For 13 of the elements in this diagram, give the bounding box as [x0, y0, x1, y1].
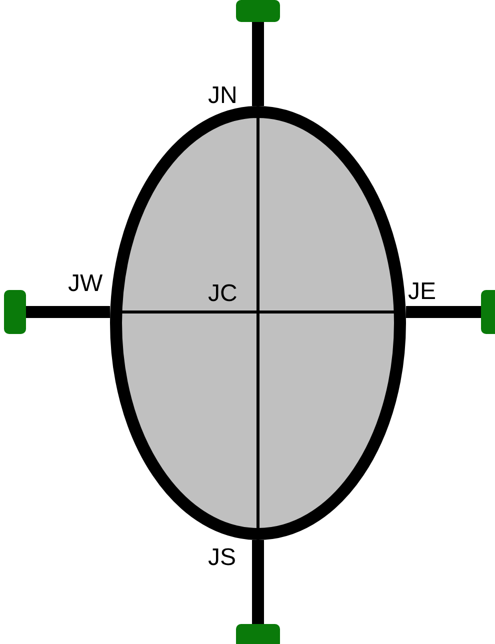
road-line	[252, 22, 264, 106]
road-line	[26, 306, 110, 318]
junction-label: JC	[208, 282, 238, 306]
junction-label: JS	[208, 546, 236, 570]
end-cap	[236, 624, 280, 644]
end-cap	[236, 0, 280, 22]
road-line	[252, 540, 264, 624]
end-cap	[4, 290, 26, 334]
junction-label: JW	[68, 272, 103, 296]
junction-label: JN	[208, 84, 238, 108]
road-line	[406, 306, 481, 318]
junction-ellipse	[110, 106, 406, 540]
junction-label: JE	[408, 280, 436, 304]
